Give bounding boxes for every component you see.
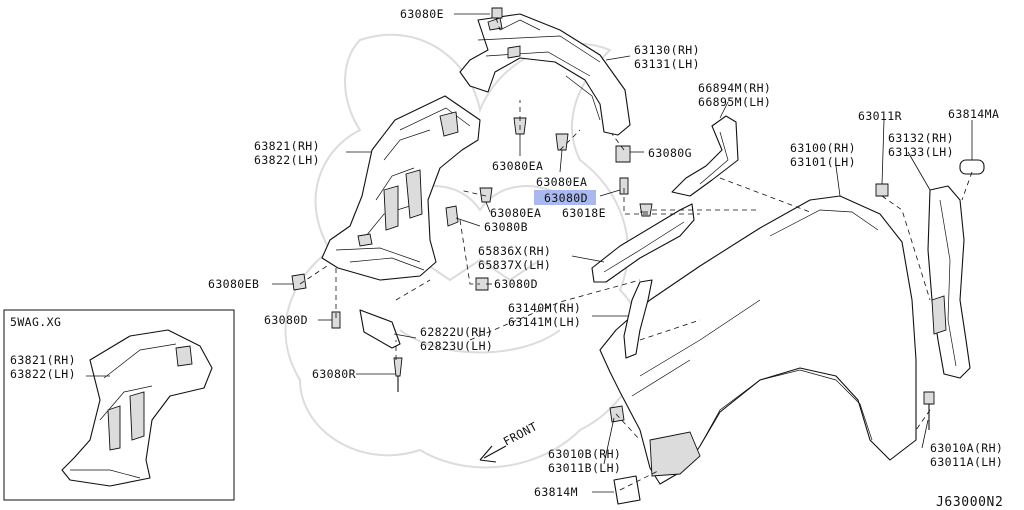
nut-63010b [609,405,625,423]
part-63814ma [959,159,985,175]
label-63133[interactable]: 63133(LH) [888,145,954,159]
part-62822u [359,309,401,349]
highlight-box [534,190,596,205]
bolt-63010a [923,391,935,405]
clip-63080d [619,177,629,195]
label-63010b[interactable]: 63010B(RH) [548,447,621,461]
label-63101[interactable]: 63101(LH) [790,155,856,169]
label-63011a[interactable]: 63011A(LH) [930,455,1003,469]
label-63080g[interactable]: 63080G [648,146,692,160]
label-63080d-highlighted[interactable]: 63080D [544,191,588,205]
label-63131[interactable]: 63131(LH) [634,57,700,71]
clip-63080g [615,145,631,163]
label-63080eb[interactable]: 63080EB [208,277,259,291]
fender-side-seal-63132 [927,185,971,379]
fender-protector-rear [321,95,481,281]
label-63822[interactable]: 63822(LH) [254,153,320,167]
label-63011r[interactable]: 63011R [858,109,902,123]
label-63080r[interactable]: 63080R [312,367,356,381]
label-63130[interactable]: 63130(RH) [634,43,700,57]
clip-63080e-top [491,7,503,19]
part-number-labels: 63080E 63130(RH) 63131(LH) 66894M(RH) 66… [10,7,1003,510]
label-front: FRONT [501,419,540,449]
front-fender-liner-upper [459,13,631,136]
label-65836x[interactable]: 65836X(RH) [478,244,551,258]
clip-63080ea-b [555,133,569,151]
label-65837x[interactable]: 65837X(LH) [478,258,551,272]
label-62822u[interactable]: 62822U(RH) [420,325,493,339]
label-66895m[interactable]: 66895M(LH) [698,95,771,109]
clip-63080eb [291,273,307,291]
label-63010a[interactable]: 63010A(RH) [930,441,1003,455]
label-63018e[interactable]: 63018E [562,206,606,220]
label-63821[interactable]: 63821(RH) [254,139,320,153]
label-63814m[interactable]: 63814M [534,485,578,499]
label-63132[interactable]: 63132(RH) [888,131,954,145]
leader-lines [272,13,973,493]
fender-bracket-65836x [591,203,695,283]
label-inset-model: 5WAG.XG [10,315,61,329]
label-figure-code: J63000N2 [936,495,1003,510]
label-63080ea-1[interactable]: 63080EA [492,159,543,173]
label-63080e-top[interactable]: 63080E [400,7,444,21]
part-63814m [613,475,641,505]
label-63080b[interactable]: 63080B [484,220,528,234]
label-63080d-2[interactable]: 63080D [494,277,538,291]
assembly-guide-lines [299,17,973,491]
clip-63080b [445,205,459,227]
label-63080ea-2[interactable]: 63080EA [536,175,587,189]
label-62823u[interactable]: 62823U(LH) [420,339,493,353]
label-63100[interactable]: 63100(RH) [790,141,856,155]
clip-63080d-b [475,277,489,291]
front-direction-arrow [479,445,507,463]
clip-63080ea-c [479,187,493,203]
label-63814ma[interactable]: 63814MA [948,107,999,121]
front-fender-panel [599,195,917,485]
clip-63080d-c [331,311,341,329]
label-inset-63821[interactable]: 63821(RH) [10,353,76,367]
fender-seal-66894m [671,115,739,197]
clip-63080r [393,357,403,377]
fender-bracket-63140m [623,279,653,359]
label-63140m[interactable]: 63140M(RH) [508,301,581,315]
label-63080d-3[interactable]: 63080D [264,313,308,327]
label-63011b[interactable]: 63011B(LH) [548,461,621,475]
label-66894m[interactable]: 66894M(RH) [698,81,771,95]
label-63080ea-3[interactable]: 63080EA [490,206,541,220]
label-63141m[interactable]: 63141M(LH) [508,315,581,329]
clip-63011r [875,183,889,197]
inset-variant-box [3,309,235,501]
label-inset-63822[interactable]: 63822(LH) [10,367,76,381]
